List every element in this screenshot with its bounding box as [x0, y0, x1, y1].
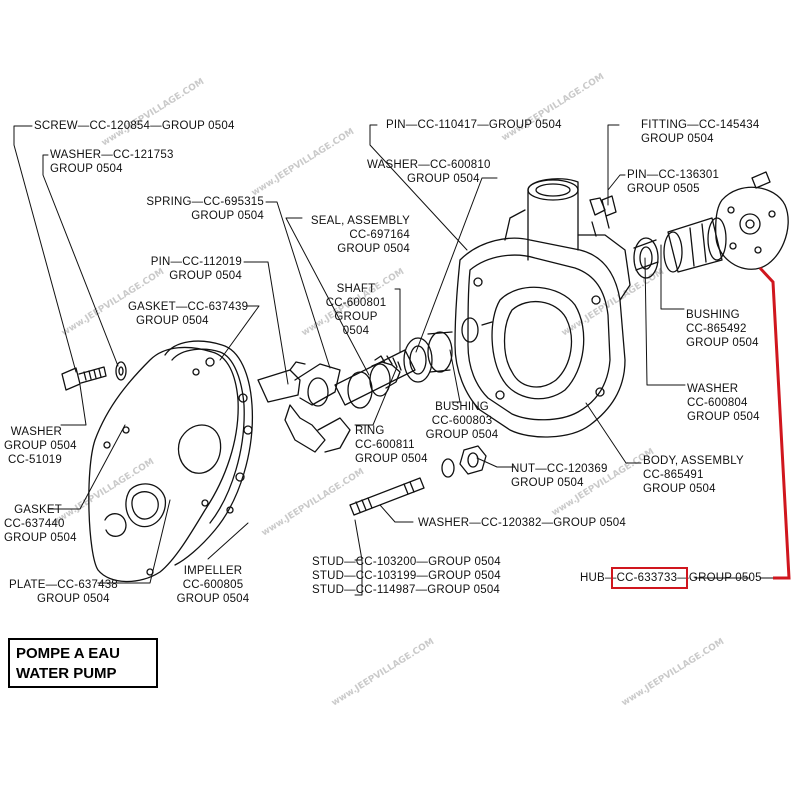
- body-assembly-label: BODY, ASSEMBLY CC-865491 GROUP 0504: [643, 455, 744, 495]
- pin-112019-label: PIN—CC-112019 GROUP 0504: [150, 256, 242, 282]
- hub-part: [715, 171, 789, 270]
- screw-part: [61, 366, 107, 391]
- washer-51019-label: WASHER GROUP 0504 CC-51019: [4, 426, 77, 466]
- stud-labels: STUD—CC-103200—GROUP 0504 STUD—CC-103199…: [312, 556, 501, 596]
- title-english: WATER PUMP: [16, 665, 117, 682]
- bushing-865492-label: BUSHING CC-865492 GROUP 0504: [686, 309, 759, 349]
- fitting-label: FITTING—CC-145434 GROUP 0504: [641, 119, 760, 145]
- nut-part: [459, 445, 487, 475]
- title-french: POMPE A EAU: [16, 645, 120, 662]
- impeller-part: [257, 361, 351, 453]
- hub-highlight-box: [611, 567, 688, 589]
- spring-label: SPRING—CC-695315 GROUP 0504: [146, 196, 264, 222]
- pin-110417-label: PIN—CC-110417—GROUP 0504: [386, 119, 562, 131]
- hub-part-number: CC-633733: [616, 572, 678, 584]
- gasket-part: [164, 340, 254, 566]
- ring-label: RING CC-600811 GROUP 0504: [355, 425, 428, 465]
- shaft-part: [334, 331, 453, 409]
- title-box: POMPE A EAU WATER PUMP: [8, 638, 158, 688]
- hub-label: HUB—CC-633733—GROUP 0505: [580, 572, 762, 584]
- gasket-637439-label: GASKET—CC-637439 GROUP 0504: [128, 301, 249, 327]
- gasket-637440-label: GASKET CC-637440 GROUP 0504: [4, 504, 77, 544]
- plate-part: [88, 346, 239, 583]
- shaft-label: SHAFT CC-600801 GROUP 0504: [325, 283, 387, 337]
- lock-washer-part: [441, 458, 455, 478]
- washer-rear-part: [633, 237, 659, 279]
- washer-part: [115, 361, 127, 381]
- washer-120382-label: WASHER—CC-120382—GROUP 0504: [418, 517, 627, 529]
- washer-121753-label: WASHER—CC-121753 GROUP 0504: [50, 149, 174, 175]
- washer-600804-label: WASHER CC-600804 GROUP 0504: [687, 383, 760, 423]
- bushing-600803-label: BUSHING CC-600803 GROUP 0504: [425, 401, 499, 441]
- bushing-part: [663, 217, 727, 273]
- screw-label: SCREW—CC-120854—GROUP 0504: [34, 120, 235, 132]
- seal-assembly-label: SEAL, ASSEMBLY CC-697164 GROUP 0504: [310, 215, 410, 255]
- body-part: [454, 178, 631, 438]
- leader-lines: [13, 124, 774, 596]
- pin-136301-label: PIN—CC-136301 GROUP 0505: [627, 169, 720, 195]
- pin-part: [591, 221, 597, 237]
- plate-label: PLATE—CC-637438 GROUP 0504: [9, 579, 118, 605]
- stud-part: [349, 477, 425, 516]
- nut-label: NUT—CC-120369 GROUP 0504: [511, 463, 608, 489]
- impeller-label: IMPELLER CC-600805 GROUP 0504: [176, 565, 250, 605]
- fitting-part: [601, 195, 617, 229]
- washer-600810-label: WASHER—CC-600810 GROUP 0504: [367, 159, 491, 185]
- highlight-connector: [758, 266, 791, 580]
